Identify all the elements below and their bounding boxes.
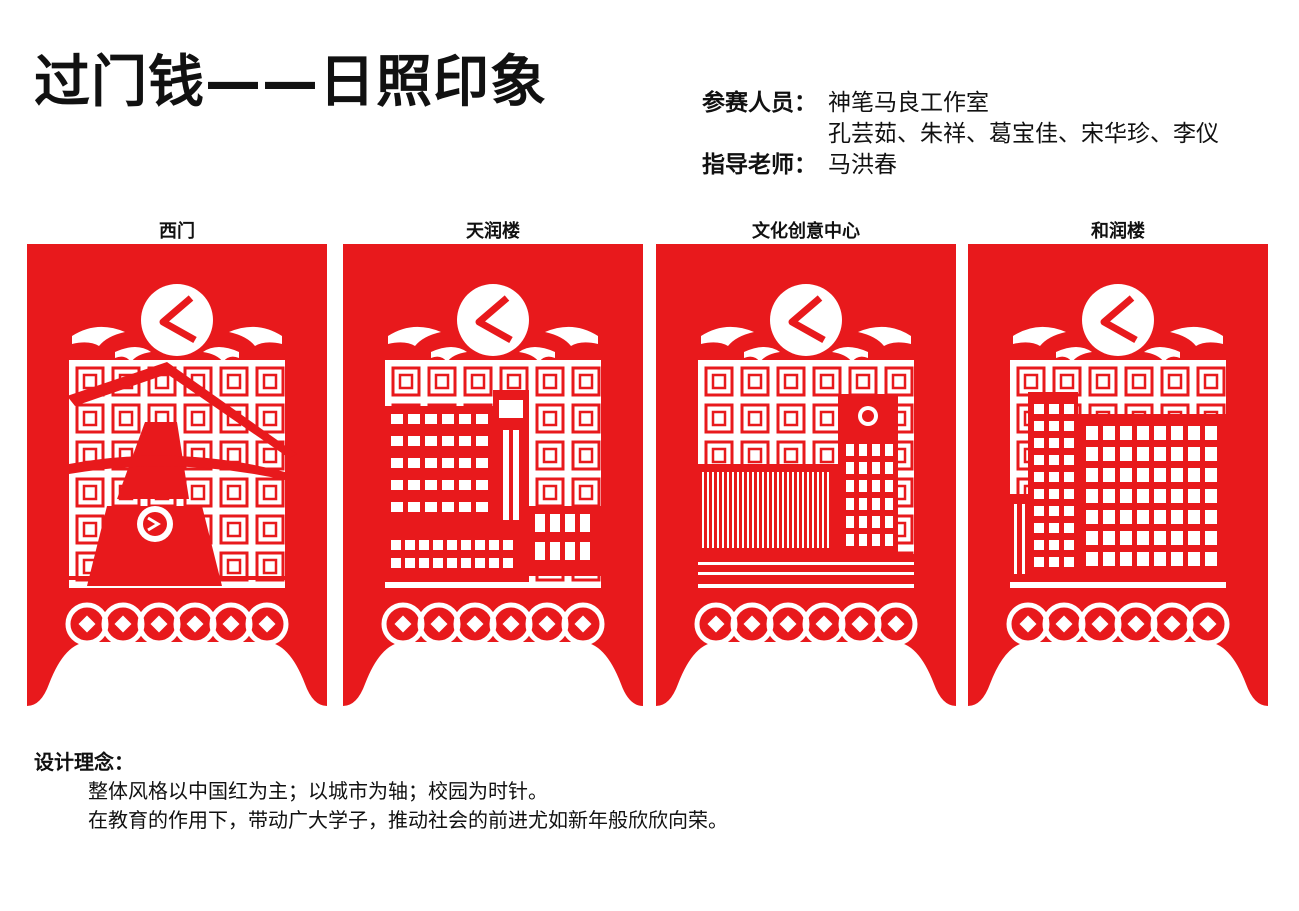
building-tianrun-silhouette	[385, 390, 601, 582]
tassel	[1111, 648, 1125, 698]
tassel	[799, 648, 813, 698]
tassel	[1147, 648, 1161, 698]
cloud-left	[72, 326, 125, 346]
school-logo-icon	[475, 295, 513, 344]
sun-emblem	[141, 284, 213, 356]
tassel	[206, 648, 220, 698]
school-logo-icon	[159, 295, 197, 344]
tassel	[522, 648, 536, 698]
papercut-panel-west-gate	[27, 244, 327, 706]
sun-emblem	[457, 284, 529, 356]
advisor-label: 指导老师：	[702, 152, 817, 178]
coin-garland	[381, 602, 605, 646]
panel-caption-herun: 和润楼	[1091, 221, 1145, 242]
coin-garland	[65, 602, 289, 646]
tassel	[486, 648, 500, 698]
school-logo-icon	[788, 295, 826, 344]
sun-emblem	[770, 284, 842, 356]
page-title: 过门钱——日照印象	[34, 50, 547, 115]
school-logo-icon	[1100, 295, 1138, 344]
advisor-name: 马洪春	[828, 152, 897, 178]
tassel	[835, 648, 849, 698]
tassel	[1183, 648, 1197, 698]
design-concept-line-1: 整体风格以中国红为主；以城市为轴；校园为时针。	[88, 779, 548, 803]
credits-block: 参赛人员： 神笔马良工作室 孔芸茹、朱祥、葛宝佳、宋华珍、李仪 指导老师： 马洪…	[702, 88, 1219, 181]
cloud-left	[388, 326, 441, 346]
tassel	[414, 648, 428, 698]
panel-caption-cultural-center: 文化创意中心	[752, 221, 860, 242]
tassel	[1075, 648, 1089, 698]
panel-caption-tianrun: 天润楼	[466, 221, 520, 242]
papercut-panel-cultural-center	[656, 244, 956, 706]
tassel	[727, 648, 741, 698]
participants-names: 孔芸茹、朱祥、葛宝佳、宋华珍、李仪	[828, 121, 1219, 147]
tassel	[450, 648, 464, 698]
coin-garland	[694, 602, 918, 646]
cloud-left	[1013, 326, 1066, 346]
cloud-right	[1170, 326, 1223, 346]
building-cultural-silhouette	[698, 394, 914, 584]
tassel	[242, 648, 256, 698]
cloud-right	[545, 326, 598, 346]
tassel	[98, 648, 112, 698]
papercut-panel-herun	[968, 244, 1268, 706]
sun-emblem	[1082, 284, 1154, 356]
papercut-panel-tianrun	[343, 244, 643, 706]
tassel	[871, 648, 885, 698]
design-concept: 设计理念： 整体风格以中国红为主；以城市为轴；校园为时针。 在教育的作用下，带动…	[34, 748, 728, 835]
design-concept-line-2: 在教育的作用下，带动广大学子，推动社会的前进尤如新年般欣欣向荣。	[88, 808, 728, 832]
tassel	[134, 648, 148, 698]
cloud-right	[229, 326, 282, 346]
participants-team: 神笔马良工作室	[828, 90, 989, 116]
tassel	[170, 648, 184, 698]
tassel	[1039, 648, 1053, 698]
tassel	[558, 648, 572, 698]
cloud-left	[701, 326, 754, 346]
design-concept-label: 设计理念：	[34, 750, 134, 774]
building-gate-silhouette	[67, 362, 297, 586]
building-herun-silhouette	[1010, 392, 1226, 582]
panel-caption-west-gate: 西门	[159, 221, 195, 242]
cloud-right	[858, 326, 911, 346]
participants-label: 参赛人员：	[702, 90, 817, 116]
tassel	[763, 648, 777, 698]
